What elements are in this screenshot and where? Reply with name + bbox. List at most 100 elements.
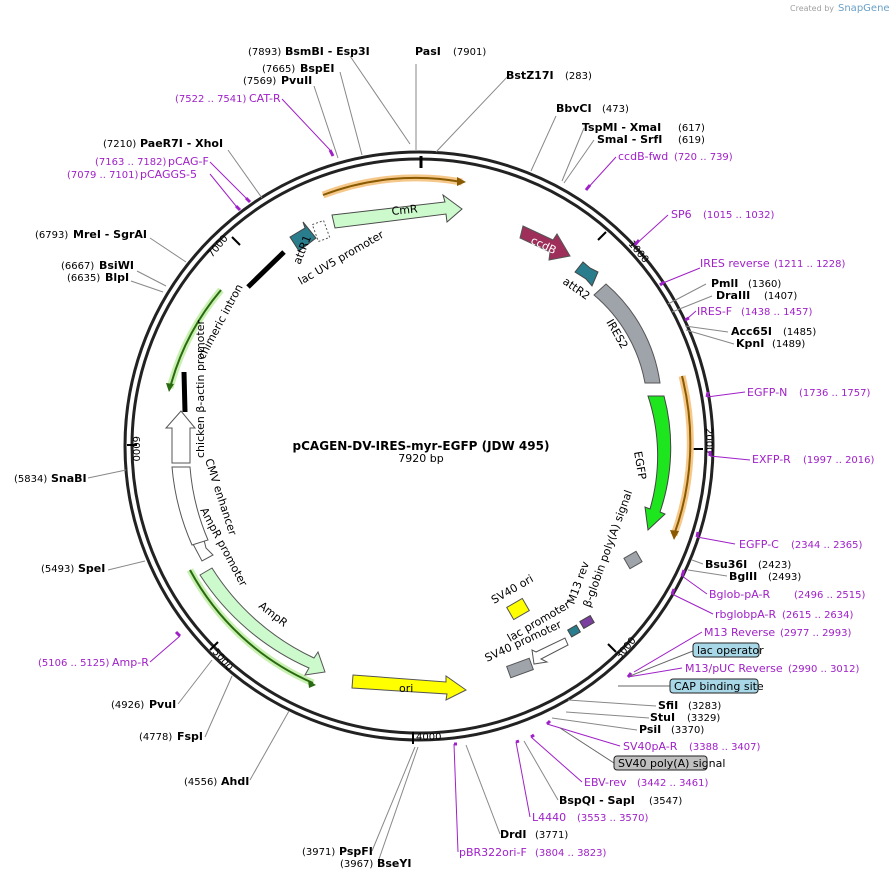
boxed-feature-sv40-polya: SV40 poly(A) signal [613,755,725,771]
enzyme-psii-pos: (3370) [671,725,704,736]
enzyme-bstz17i-pos: (283) [565,71,592,82]
primer-exfp-r-range: (1997 .. 2016) [803,455,875,466]
primer-exfp-r-name: EXFP-R [752,453,791,466]
primer-egfp-n-name: EGFP-N [747,386,787,399]
tick-label-3000: 3000 [614,635,639,662]
feature-label-ori: ori [399,682,413,695]
tick-1000 [597,231,607,241]
enzyme-acc65i-name: Acc65I [731,325,772,338]
boxed-feature-cap-binding: CAP binding site [669,678,764,694]
enzyme-pasi-name: PasI [415,45,441,58]
feature-beta-globin [623,550,643,570]
enzyme-bglii-pos: (2493) [768,572,801,583]
enzyme-blpi-name: BlpI [105,271,129,284]
feature-arrow-right [670,530,679,540]
tick-label-7000: 7000 [206,233,231,260]
enzyme-kpni-name: KpnI [736,337,764,350]
feature-sv40-promoter [506,657,534,679]
boxed-feature-lac-operator: lac operator [692,642,764,658]
enzyme-smai-name: SmaI - SrfI [597,133,662,146]
primer-pbr322-range: (3804 .. 3823) [535,848,607,859]
enzyme-bstz17i-name: BstZ17I [506,69,554,82]
enzyme-bspqi-name: BspQI - SapI [559,794,635,807]
tick-7000 [231,236,241,246]
primer-egfp-c-range: (2344 .. 2365) [791,540,863,551]
enzyme-sfii-name: SfiI [658,699,678,712]
primer-l4440-name: L4440 [532,811,566,824]
tick-label-5000: 5000 [210,647,235,674]
feature-chimeric-intron-bar [246,250,286,289]
enzyme-blpi-pos: (6635) [67,273,100,284]
boxed-cap-binding-label: CAP binding site [674,680,764,693]
primer-egfp-c-name: EGFP-C [739,538,779,551]
enzyme-stui-pos: (3329) [687,713,720,724]
enzyme-tspmi-pos: (617) [678,123,705,134]
primer-ccdb-fwd-range: (720 .. 739) [674,152,733,163]
primer-sv40pa-r-range: (3388 .. 3407) [689,742,761,753]
enzyme-tspmi-name: TspMI - XmaI [582,121,661,134]
snapgene-logo: Created by SnapGene [790,3,889,14]
enzyme-mrei-pos: (6793) [35,230,68,241]
feature-egfp [644,395,672,532]
feature-attr1 [289,221,317,252]
primer-amp-r-name: Amp-R [112,656,149,669]
primer-m13-reverse-name: M13 Reverse [704,626,775,639]
primer-ires-reverse-name: IRES reverse [700,257,770,270]
enzyme-spei-name: SpeI [78,562,105,575]
boxed-feature-leaders [559,650,694,764]
tick-label-4000: 4000 [416,732,441,743]
enzyme-paer7i-pos: (7210) [103,139,136,150]
backbone-outer [123,150,715,742]
enzyme-ahdi-pos: (4556) [184,777,217,788]
primer-leaders [149,98,751,853]
feature-ori [351,674,467,701]
enzyme-psii-name: PsiI [639,723,661,736]
enzyme-pspfi-pos: (3971) [302,847,335,858]
enzyme-bsu36i-pos: (2423) [758,560,791,571]
enzyme-kpni-pos: (1489) [772,339,805,350]
primer-ires-f-name: IRES-F [697,305,732,318]
logo-name: SnapGene [838,3,889,14]
primer-amp-r-range: (5106 .. 5125) [38,658,110,669]
boxed-sv40-polya-label: SV40 poly(A) signal [618,757,725,770]
feature-label-beta-globin: β-globin poly(A) signal [581,488,636,609]
primer-ires-reverse-range: (1211 .. 1228) [774,259,846,270]
primer-bglob-range: (2496 .. 2515) [794,590,866,601]
primer-ires-f-range: (1438 .. 1457) [741,307,813,318]
feature-label-cb-actin: chicken β-actin promoter [194,320,207,458]
enzyme-bsmbi-pos: (7893) [248,47,281,58]
enzyme-bseyi-name: BseYI [377,857,411,870]
enzyme-sfii-pos: (3283) [688,701,721,712]
tick-5000 [209,641,219,651]
primer-pcaggs-range: (7079 .. 7101) [67,170,139,181]
enzyme-fspi-name: FspI [177,730,203,743]
feature-m13-rev [579,614,595,630]
primer-marks [174,149,712,746]
enzyme-pvui-name: PvuI [149,698,176,711]
enzyme-bspei-pos: (7665) [262,64,295,75]
enzyme-mrei-name: MreI - SgrAI [73,228,147,241]
enzyme-pspfi-name: PspFI [339,845,373,858]
enzyme-stui-name: StuI [650,711,675,724]
enzyme-ahdi-name: AhdI [221,775,249,788]
enzyme-leaders [87,55,735,863]
primer-cat-r-range: (7522 .. 7541) [175,94,247,105]
logo-prefix: Created by [790,4,834,13]
primer-sv40pa-r-name: SV40pA-R [623,740,678,753]
feature-sv40-ori [506,597,530,621]
primer-cat-r-name: CAT-R [249,92,281,105]
enzyme-bsiwi-pos: (6667) [61,261,94,272]
enzyme-pvuii-name: PvuII [281,74,312,87]
primer-bglob-name: Bglob-pA-R [709,588,771,601]
enzyme-drdi-pos: (3771) [535,830,568,841]
enzyme-snabi-pos: (5834) [14,474,47,485]
feature-label-egfp: EGFP [631,450,649,481]
feature-line-right [673,375,692,536]
enzyme-draiii-pos: (1407) [764,291,797,302]
primer-pbr322-name: pBR322ori-F [459,846,527,859]
enzyme-bbvci-pos: (473) [602,104,629,115]
feature-cmv-enhancer [171,466,209,546]
feature-line-top [322,176,463,196]
feature-label-sv40-ori: SV40 ori [489,572,536,606]
enzyme-bseyi-pos: (3967) [340,859,373,870]
